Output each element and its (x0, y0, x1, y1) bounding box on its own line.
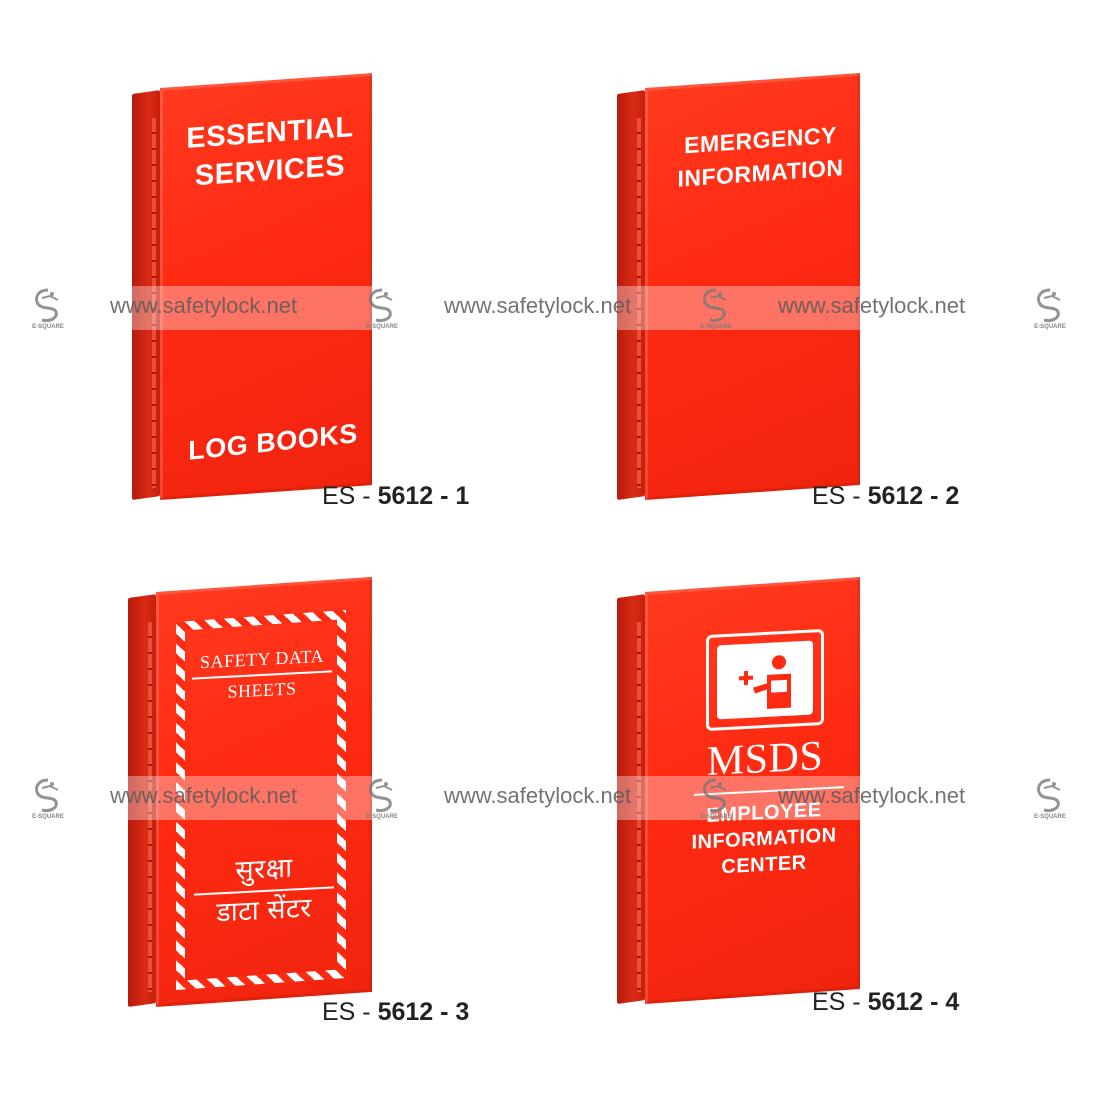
code-prefix: ES - (322, 998, 378, 1026)
watermark-text: www.safetylock.net (444, 293, 632, 318)
code-number: 5612 - 3 (377, 998, 470, 1026)
svg-text:E-SQUARE: E-SQUARE (1034, 814, 1066, 820)
svg-text:E-SQUARE: E-SQUARE (366, 324, 398, 330)
product-code: ES - 5612 - 1 (322, 482, 469, 511)
product-code: ES - 5612 - 4 (812, 988, 959, 1017)
cabinet-safety-data-sheets (128, 576, 372, 1007)
label-line: सुरक्षा (235, 852, 293, 886)
cabinet-label-top: ESSENTIAL SERVICES (180, 111, 360, 194)
code-prefix: ES - (322, 482, 378, 510)
first-aid-reader-icon-svg (717, 640, 813, 720)
watermark-text: www.safetylock.net (778, 293, 966, 318)
dragon-logo-icon: E-SQUARE (362, 776, 402, 820)
watermark-text: www.safetylock.net (110, 293, 298, 318)
code-number: 5612 - 4 (867, 988, 960, 1016)
svg-text:E-SQUARE: E-SQUARE (700, 324, 732, 330)
dragon-logo-icon: E-SQUARE (28, 776, 68, 820)
dragon-logo-icon: E-SQUARE (28, 286, 68, 330)
watermark-text: www.safetylock.net (444, 783, 632, 808)
cabinet-label-hindi: सुरक्षा डाटा सेंटर (194, 851, 334, 929)
svg-text:E-SQUARE: E-SQUARE (32, 814, 64, 820)
cabinet-essential-services (132, 73, 372, 501)
code-number: 5612 - 1 (377, 482, 470, 510)
watermark-band (0, 776, 1100, 820)
dragon-logo-icon: E-SQUARE (362, 286, 402, 330)
watermark-band (0, 286, 1100, 330)
dragon-logo-icon: E-SQUARE (1030, 286, 1070, 330)
watermark-text: www.safetylock.net (778, 783, 966, 808)
cabinet-label-top: SAFETY DATA SHEETS (192, 646, 332, 704)
cabinet-hinge (152, 118, 156, 488)
watermark-text: www.safetylock.net (110, 783, 298, 808)
svg-text:E-SQUARE: E-SQUARE (32, 324, 64, 330)
svg-text:E-SQUARE: E-SQUARE (366, 814, 398, 820)
label-line: INFORMATION (691, 824, 837, 854)
code-number: 5612 - 2 (867, 482, 960, 510)
product-code: ES - 5612 - 3 (322, 998, 469, 1027)
product-code: ES - 5612 - 2 (812, 482, 959, 511)
cabinet-msds (617, 576, 860, 1004)
dragon-logo-icon: E-SQUARE (696, 776, 736, 820)
dragon-logo-icon: E-SQUARE (1030, 776, 1070, 820)
cabinet-hinge (637, 622, 641, 992)
code-prefix: ES - (812, 988, 868, 1016)
cabinet-emergency-information (617, 72, 860, 501)
code-prefix: ES - (812, 482, 868, 510)
cabinet-hinge (637, 118, 641, 488)
svg-text:E-SQUARE: E-SQUARE (700, 814, 732, 820)
cabinet-hinge (148, 622, 152, 992)
dragon-logo-icon: E-SQUARE (696, 286, 736, 330)
first-aid-reader-icon (706, 628, 824, 732)
svg-text:E-SQUARE: E-SQUARE (1034, 324, 1066, 330)
